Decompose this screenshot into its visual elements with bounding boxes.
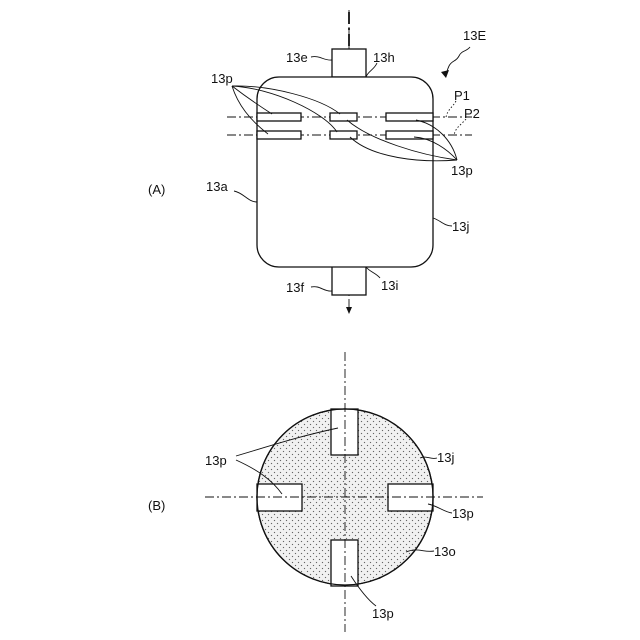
leader-13e (311, 57, 332, 61)
leader-13h (366, 63, 377, 77)
slit-13p (388, 484, 433, 511)
view-a: 13E 13e 13h 13p P1 P2 13p (A) 13a 13j 13… (148, 10, 486, 314)
label-13f: 13f (286, 280, 304, 295)
view-a-label: (A) (148, 182, 165, 197)
label-13p-right: 13p (452, 506, 474, 521)
label-13e: 13e (286, 50, 308, 65)
leader-p2 (454, 119, 466, 135)
leader-13e-fig (446, 47, 470, 75)
label-13a: 13a (206, 179, 228, 194)
label-13o: 13o (434, 544, 456, 559)
slit-13p (257, 484, 302, 511)
figure-id-label: 13E (463, 28, 486, 43)
slit-13p (257, 113, 301, 121)
leader-13j (433, 218, 452, 226)
label-p1: P1 (454, 88, 470, 103)
label-13p-upper-left: 13p (205, 453, 227, 468)
slit-13p (257, 131, 301, 139)
label-13p-right: 13p (451, 163, 473, 178)
connector-13e (332, 49, 366, 77)
slit-13p (330, 131, 357, 139)
label-p2: P2 (464, 106, 480, 121)
slit-13p (331, 409, 358, 455)
container-body-13a (257, 77, 433, 267)
leader-13a (234, 191, 257, 202)
view-b-label: (B) (148, 498, 165, 513)
label-13i: 13i (381, 278, 398, 293)
slit-13p (386, 131, 433, 139)
label-13j: 13j (437, 450, 454, 465)
slit-13p (386, 113, 433, 121)
view-b: 13p 13j (B) 13p 13o 13p (148, 352, 483, 632)
slit-13p (331, 540, 358, 586)
slit-13p (330, 113, 357, 121)
arrow-down-icon (346, 307, 352, 314)
label-13j: 13j (452, 219, 469, 234)
arrow-icon (441, 70, 449, 78)
leader-13i (366, 267, 380, 278)
connector-13f (332, 266, 366, 295)
leader-13f (311, 287, 332, 291)
label-13p-left: 13p (211, 71, 233, 86)
label-13h: 13h (373, 50, 395, 65)
label-13p-bottom: 13p (372, 606, 394, 621)
leader-p1 (446, 101, 456, 117)
